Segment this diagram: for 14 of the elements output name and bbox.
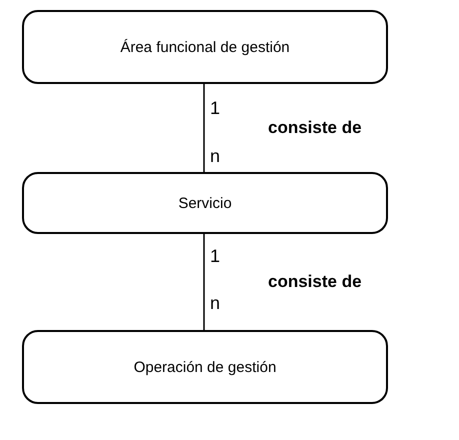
rounded-box (22, 10, 388, 84)
node-text: Área funcional de gestión (120, 38, 290, 56)
cardinality-label: n (210, 146, 220, 167)
rounded-box (22, 330, 388, 404)
node-text: Servicio (178, 194, 232, 212)
node-text: Operación de gestión (134, 358, 276, 376)
connector-line (203, 84, 205, 172)
cardinality-label: 1 (210, 98, 220, 119)
cardinality-label: n (210, 293, 220, 314)
cardinality-label: 1 (210, 246, 220, 267)
connector-line (203, 234, 205, 330)
edge-label: consiste de (268, 272, 362, 292)
rounded-box (22, 172, 388, 234)
edge-label: consiste de (268, 118, 362, 138)
